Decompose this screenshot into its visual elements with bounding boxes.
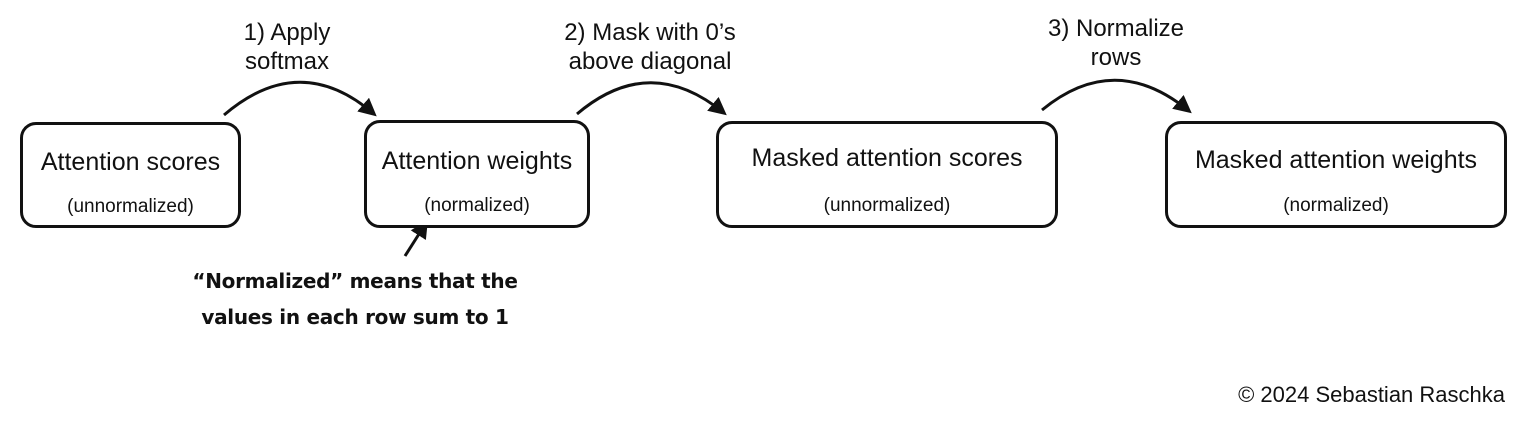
arrow-step-2 <box>576 81 727 116</box>
note-line1: “Normalized” means that the <box>192 269 518 293</box>
normalized-note: “Normalized” means that the values in ea… <box>180 263 530 335</box>
note-line2: values in each row sum to 1 <box>201 305 509 329</box>
box-masked-attention-scores: Masked attention scores (unnormalized) <box>716 121 1058 228</box>
step-1-line2: softmax <box>244 48 330 75</box>
step-3-line1: 3) Normalize <box>1047 15 1185 42</box>
step-1-line1: 1) Apply <box>243 19 331 46</box>
box-attention-scores: Attention scores (unnormalized) <box>20 122 241 228</box>
box-subtitle: (normalized) <box>424 195 530 216</box>
step-2-line2: above diagonal <box>568 48 732 75</box>
box-title: Attention scores <box>40 148 221 176</box>
box-subtitle: (normalized) <box>1283 195 1389 216</box>
step-label-1: 1) Apply softmax <box>212 18 362 76</box>
box-attention-weights: Attention weights (normalized) <box>364 120 590 228</box>
box-subtitle: (unnormalized) <box>823 195 951 216</box>
arrow-note-pointer <box>403 219 428 257</box>
arrow-step-3 <box>1041 78 1192 114</box>
box-title: Attention weights <box>381 147 573 175</box>
box-masked-attention-weights: Masked attention weights (normalized) <box>1165 121 1507 228</box>
box-title: Masked attention scores <box>751 144 1023 172</box>
arrow-step-1 <box>223 80 377 117</box>
copyright-text: © 2024 Sebastian Raschka <box>1238 382 1505 407</box>
step-label-2: 2) Mask with 0’s above diagonal <box>540 18 760 76</box>
step-3-line2: rows <box>1090 44 1142 71</box>
step-2-line1: 2) Mask with 0’s <box>564 19 736 46</box>
box-title: Masked attention weights <box>1194 146 1478 174</box>
step-label-3: 3) Normalize rows <box>1036 14 1196 72</box>
box-subtitle: (unnormalized) <box>67 196 194 217</box>
